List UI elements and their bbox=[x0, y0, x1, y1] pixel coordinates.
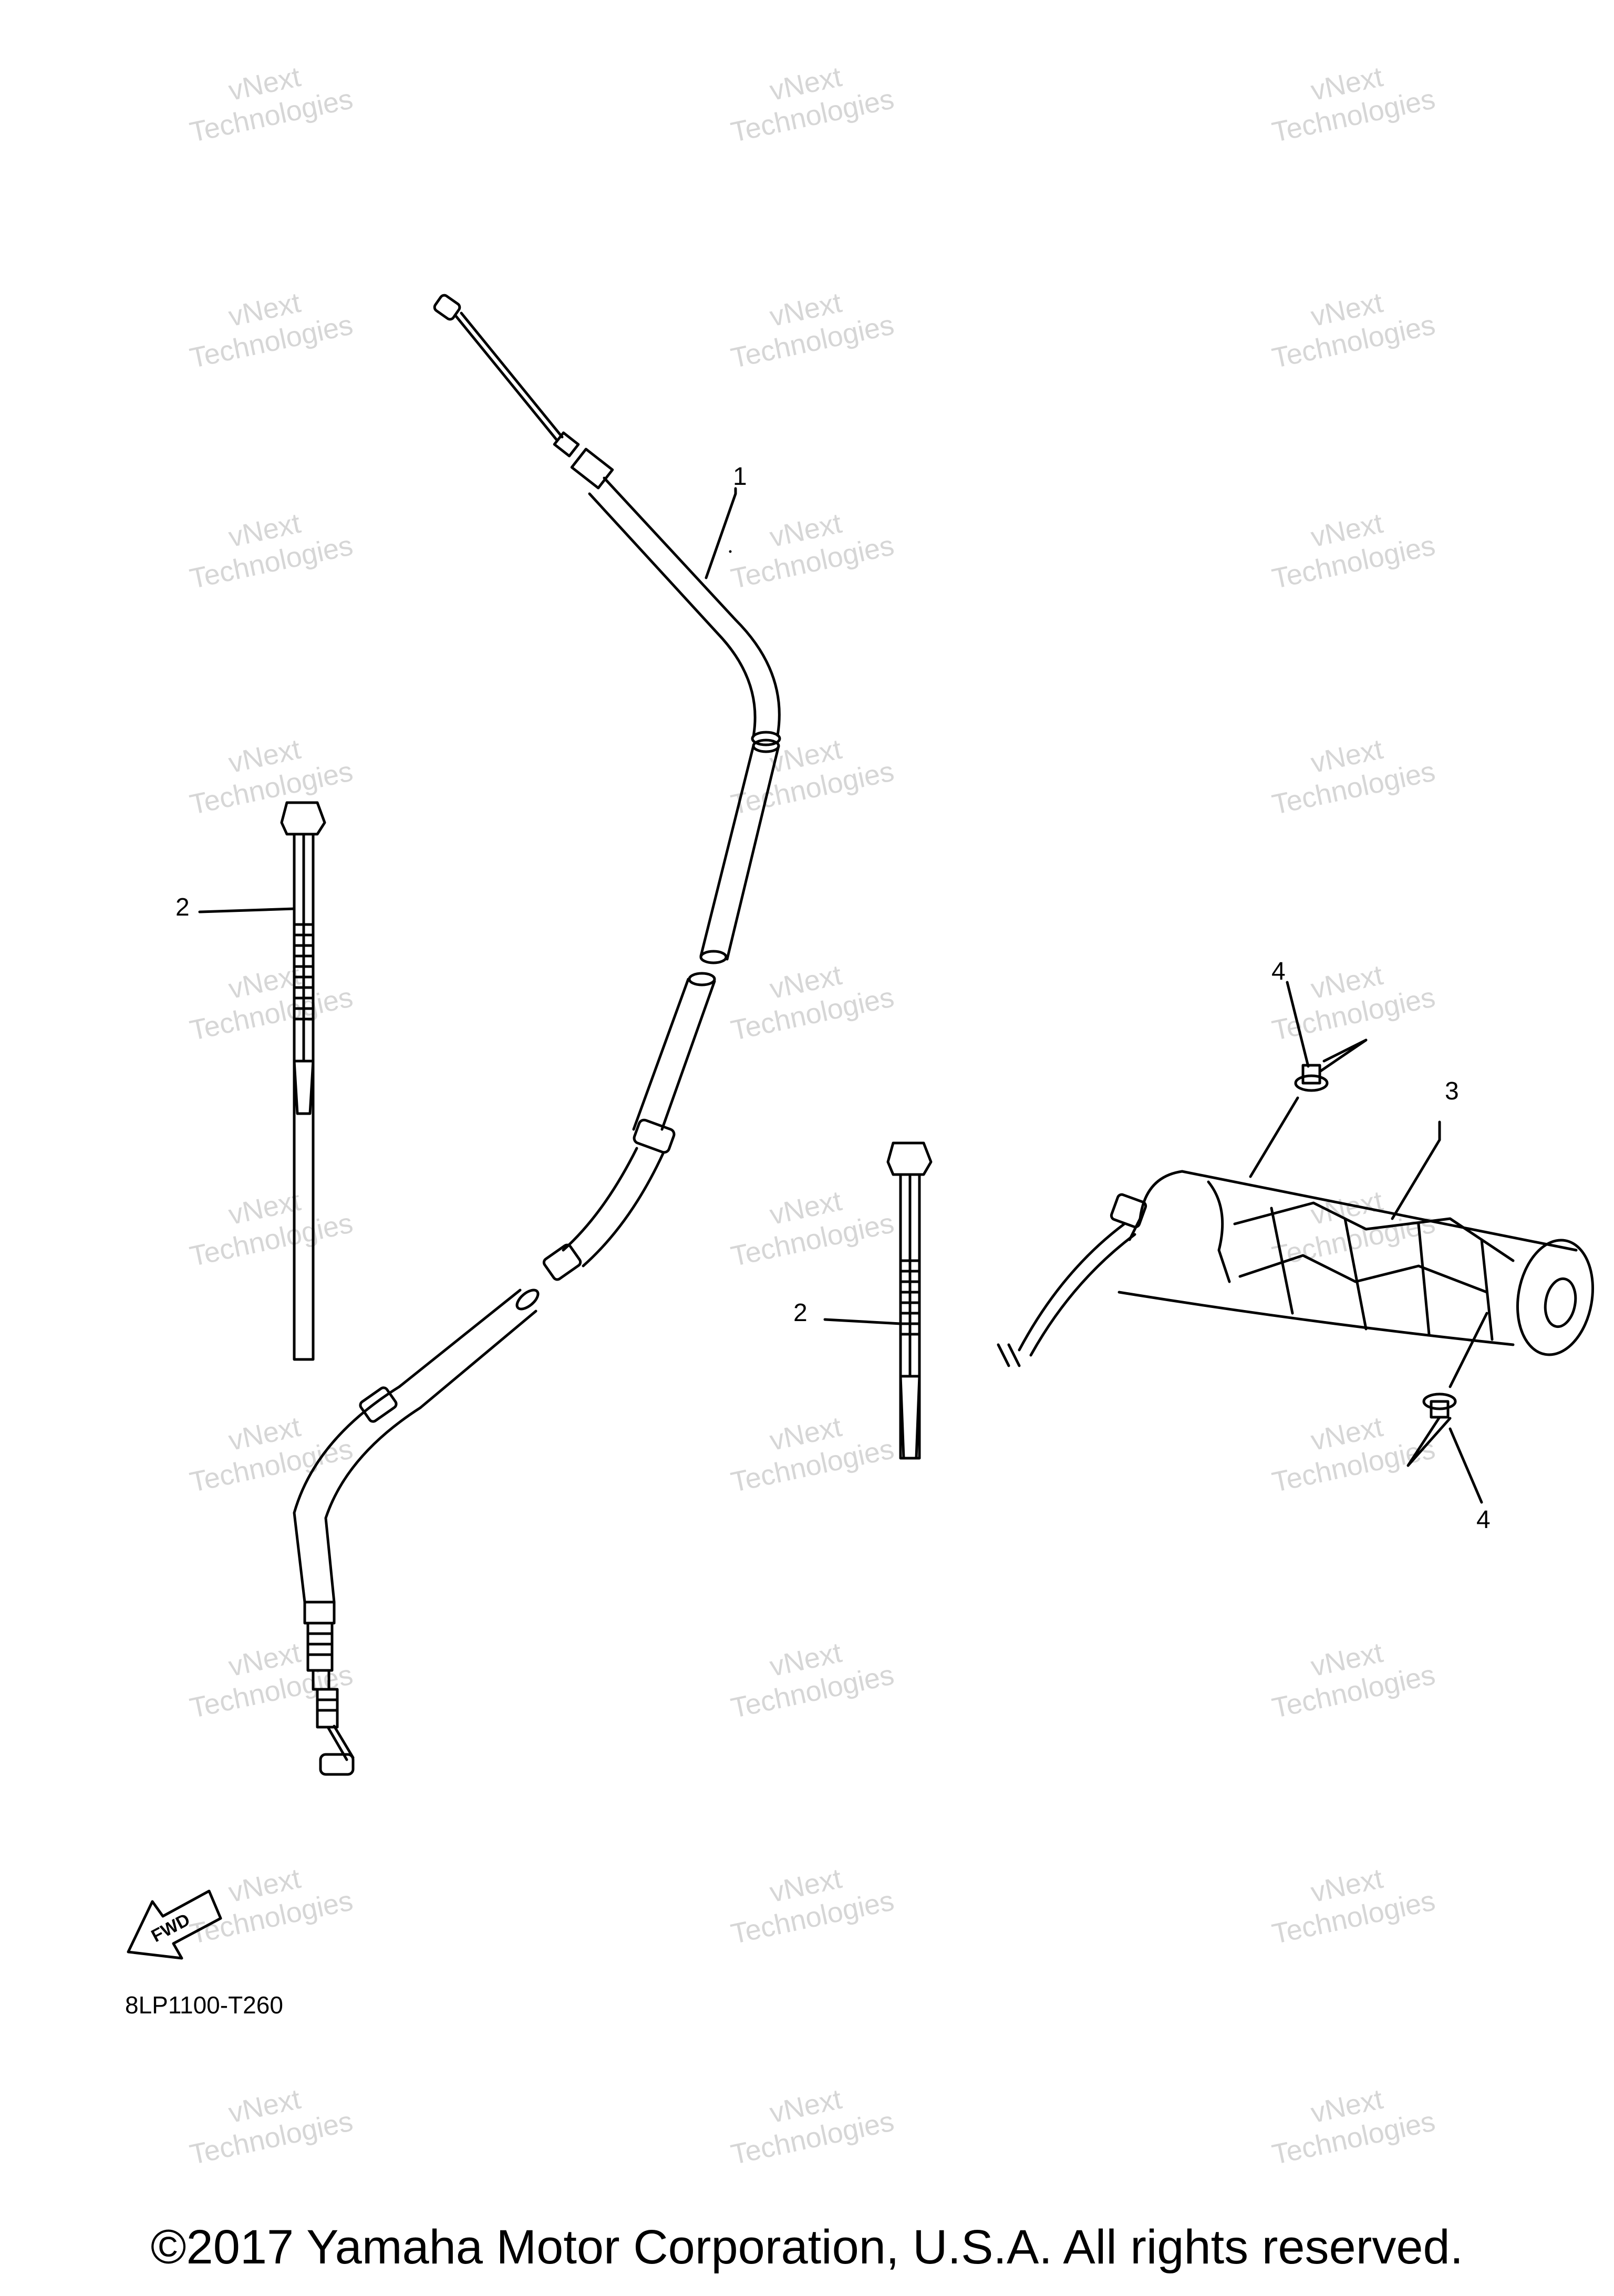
cable-part bbox=[293, 294, 781, 1776]
fwd-label: FWD bbox=[148, 1909, 193, 1946]
fwd-arrow-icon bbox=[127, 1889, 222, 1960]
drawing-code: 8LP1100-T260 bbox=[125, 1991, 283, 2019]
callout-tie-left: 2 bbox=[175, 894, 190, 921]
callout-cable: 1 bbox=[733, 463, 747, 491]
callout-pin-bottom: 4 bbox=[1476, 1506, 1491, 1534]
pin-bottom bbox=[1406, 1312, 1488, 1504]
pin-top bbox=[1249, 981, 1368, 1178]
callout-grip: 3 bbox=[1445, 1077, 1459, 1105]
callout-pin-top: 4 bbox=[1271, 958, 1286, 985]
copyright-notice: ©2017 Yamaha Motor Corporation, U.S.A. A… bbox=[150, 2220, 1464, 2274]
cable-tie-right bbox=[823, 1141, 933, 1460]
callout-tie-right: 2 bbox=[793, 1299, 808, 1327]
grip-part bbox=[997, 1120, 1595, 1367]
cable-tie-left bbox=[198, 801, 326, 1361]
